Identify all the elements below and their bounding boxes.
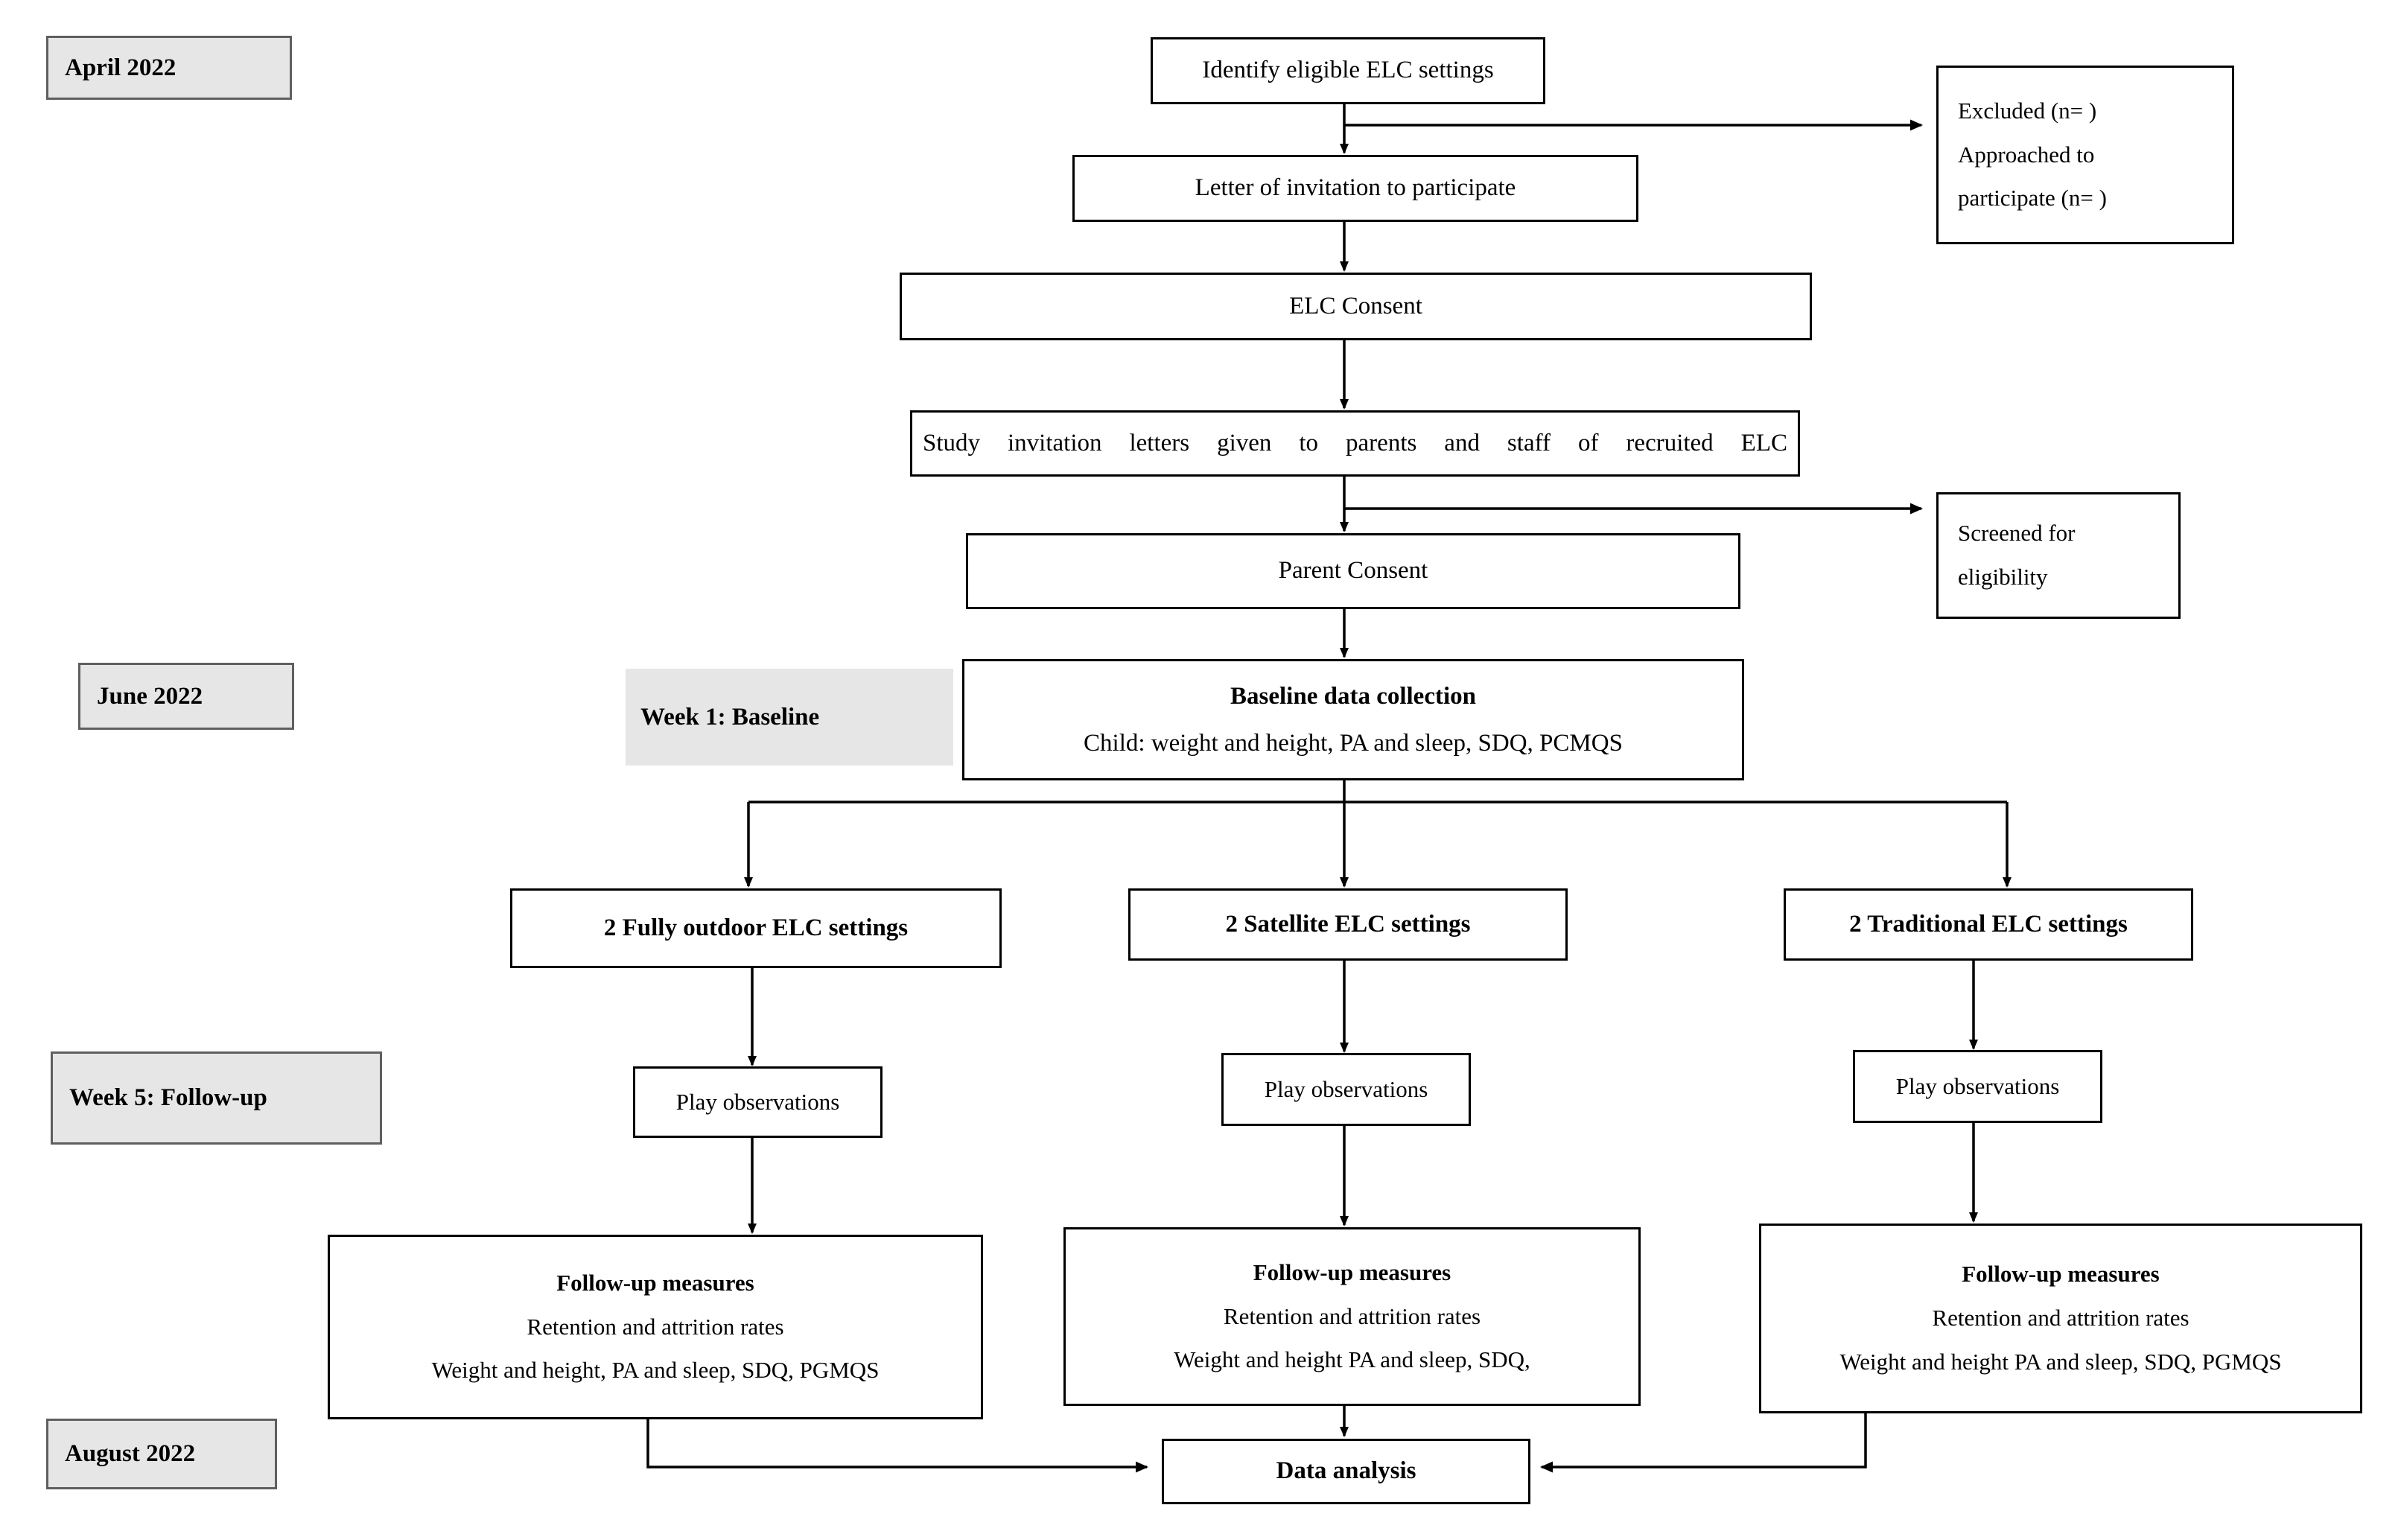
node-data-analysis: Data analysis [1162,1439,1530,1504]
node-baseline-line2: Child: weight and height, PA and sleep, … [1084,729,1623,757]
period-label-june: June 2022 [97,682,203,710]
node-excluded-approached: Excluded (n= ) Approached to participate… [1936,66,2234,244]
node-screened-for-eligibility: Screened for eligibility [1936,492,2181,619]
node-data-analysis-line1: Data analysis [1276,1457,1416,1485]
node-play-traditional-line1: Play observations [1895,1072,2060,1099]
node-play-observations-traditional: Play observations [1853,1050,2102,1123]
node-excluded-line1: Excluded (n= ) [1958,97,2097,124]
node-study-letters-line1: Study invitation letters given to parent… [923,429,1787,456]
node-arm-traditional: 2 Traditional ELC settings [1784,888,2193,961]
node-followup-traditional-line3: Weight and height PA and sleep, SDQ, PGM… [1839,1348,2282,1375]
node-parent-consent-line1: Parent Consent [1278,557,1428,585]
edge-followup-traditional-to-analysis [1540,1413,1867,1473]
node-arm-outdoor-line1: 2 Fully outdoor ELC settings [603,914,909,941]
node-study-invitation-letters: Study invitation letters given to parent… [910,410,1800,477]
node-excluded-line2: Approached to [1958,141,2095,168]
banner-week1-baseline: Week 1: Baseline [626,669,953,766]
node-letter-line1: Letter of invitation to participate [1195,174,1516,202]
banner-label-week1: Week 1: Baseline [640,703,820,731]
node-play-satellite-line1: Play observations [1264,1075,1428,1102]
node-baseline-data-collection: Baseline data collection Child: weight a… [962,659,1744,780]
node-followup-measures-outdoor: Follow-up measures Retention and attriti… [328,1235,983,1419]
node-baseline-line1: Baseline data collection [1230,682,1476,710]
node-letter-of-invitation: Letter of invitation to participate [1072,155,1638,222]
node-followup-outdoor-line3: Weight and height, PA and sleep, SDQ, PG… [431,1357,880,1384]
period-label-august: August 2022 [65,1440,196,1467]
node-elc-consent-line1: ELC Consent [1289,292,1422,319]
node-play-observations-satellite: Play observations [1221,1053,1471,1126]
period-chip-april: April 2022 [46,36,292,100]
node-followup-traditional-line1: Follow-up measures [1962,1261,2160,1288]
node-arm-fully-outdoor: 2 Fully outdoor ELC settings [510,888,1002,968]
node-followup-outdoor-line1: Follow-up measures [556,1269,754,1296]
period-chip-june: June 2022 [78,663,294,730]
node-followup-measures-traditional: Follow-up measures Retention and attriti… [1759,1224,2362,1413]
node-elc-consent: ELC Consent [900,273,1812,340]
node-screened-line2: eligibility [1958,564,2048,590]
node-followup-satellite-line3: Weight and height PA and sleep, SDQ, [1174,1346,1530,1373]
period-label-week5: Week 5: Follow-up [69,1084,267,1111]
node-screened-line1: Screened for [1958,520,2076,547]
edge-followup-outdoor-to-analysis [646,1419,1148,1473]
period-chip-week5: Week 5: Follow-up [51,1051,382,1145]
node-followup-outdoor-line2: Retention and attrition rates [527,1313,784,1340]
node-identify-eligible-settings: Identify eligible ELC settings [1151,37,1545,104]
node-followup-satellite-line1: Follow-up measures [1253,1259,1451,1285]
period-label-april: April 2022 [65,54,177,81]
node-identify-line1: Identify eligible ELC settings [1202,57,1494,84]
node-parent-consent: Parent Consent [966,533,1740,609]
period-chip-august: August 2022 [46,1419,277,1489]
node-play-observations-outdoor: Play observations [633,1066,883,1138]
node-followup-satellite-line2: Retention and attrition rates [1223,1302,1481,1329]
node-arm-satellite-line1: 2 Satellite ELC settings [1225,910,1471,938]
node-play-outdoor-line1: Play observations [675,1088,840,1115]
node-arm-traditional-line1: 2 Traditional ELC settings [1849,910,2128,938]
node-followup-traditional-line2: Retention and attrition rates [1932,1305,2189,1331]
node-excluded-line3: participate (n= ) [1958,185,2107,211]
node-arm-satellite: 2 Satellite ELC settings [1128,888,1568,961]
node-followup-measures-satellite: Follow-up measures Retention and attriti… [1063,1227,1641,1406]
